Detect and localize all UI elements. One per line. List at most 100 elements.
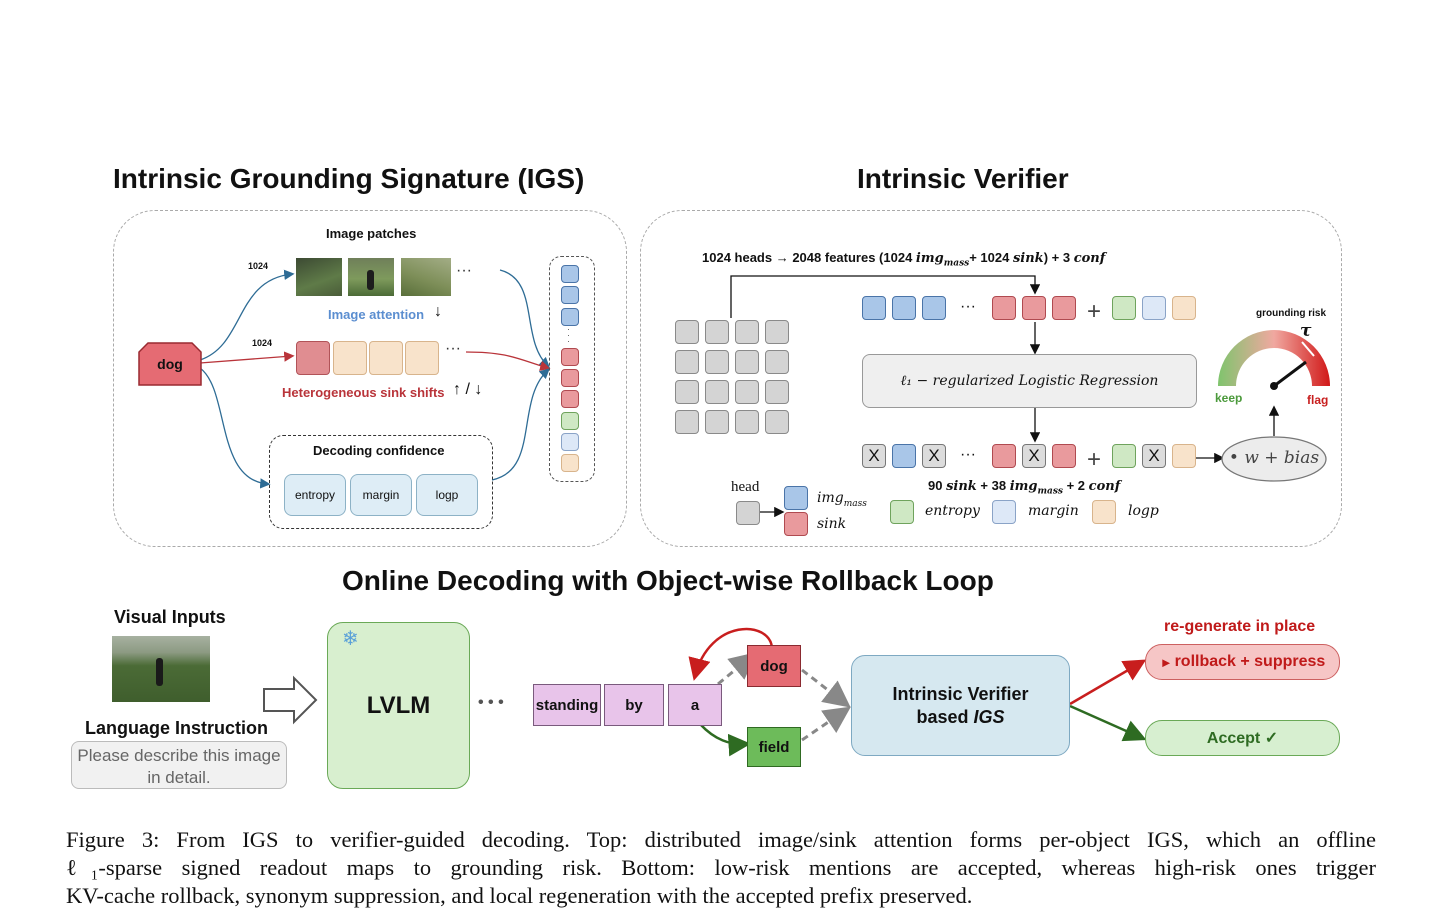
feat-sink-2	[1022, 296, 1046, 320]
image-attention-arrow: ↓	[434, 303, 442, 320]
dim-label-mid: 1024	[252, 338, 273, 348]
legend-sink-label: sink	[817, 516, 847, 532]
features-header: 1024 heads → 2048 features (1024 imgmass…	[702, 250, 1106, 269]
sel-sink-2	[1052, 444, 1076, 468]
feat-img-1	[862, 296, 886, 320]
x-mark-3: X	[1022, 444, 1046, 468]
verifier-title: Intrinsic Verifier	[857, 163, 1069, 194]
legend-entropy-square	[890, 500, 914, 524]
language-instruction-label: Language Instruction	[85, 718, 269, 738]
token-by: by	[604, 684, 664, 726]
token-standing: standing	[533, 684, 601, 726]
col-img-1	[561, 265, 579, 283]
regenerate-label: re-generate in place	[1164, 618, 1316, 635]
dim-label-top: 1024	[248, 261, 269, 271]
hollow-arrow-icon	[263, 675, 318, 725]
image-patch-1	[296, 258, 342, 296]
legend-img-square	[784, 486, 808, 510]
visual-inputs-label: Visual Inputs	[114, 607, 226, 627]
conf-entropy: entropy	[284, 474, 346, 516]
image-patch-2	[348, 258, 394, 296]
decoding-confidence-label: Decoding confidence	[313, 443, 445, 458]
legend-logp-square	[1092, 500, 1116, 524]
sink-square-4	[405, 341, 439, 375]
col-dots: ···	[567, 324, 570, 346]
sel-logp	[1172, 444, 1196, 468]
verifier-box-line1: Intrinsic Verifier	[892, 683, 1029, 704]
decoding-confidence-box	[269, 435, 493, 529]
verifier-box: Intrinsic Verifier based IGS	[851, 655, 1070, 756]
col-logp	[561, 454, 579, 472]
col-margin	[561, 433, 579, 451]
token-a: a	[668, 684, 722, 726]
snowflake-icon: ❄	[342, 628, 359, 650]
col-img-2	[561, 286, 579, 304]
patches-ellipsis: ···	[456, 262, 472, 279]
sink-shifts-label: Heterogeneous sink shifts	[282, 385, 445, 400]
legend-sink-square	[784, 512, 808, 536]
wbias-ellipse	[1221, 436, 1327, 482]
caption-line-1: Figure 3: From IGS to verifier-guided de…	[66, 827, 1376, 852]
x-mark-2: X	[922, 444, 946, 468]
caption-line-2: ℓ₁-sparse signed readout maps to groundi…	[66, 855, 1376, 880]
sel-img	[892, 444, 916, 468]
conf-margin: margin	[350, 474, 412, 516]
feat-ellipsis: ···	[960, 298, 976, 315]
legend-entropy-label: entropy	[925, 503, 980, 519]
conf-logp: logp	[416, 474, 478, 516]
candidate-field: field	[747, 727, 801, 767]
col-sink-3	[561, 390, 579, 408]
dots: • • •	[478, 694, 504, 711]
legend-logp-label: logp	[1128, 503, 1159, 519]
igs-title: Intrinsic Grounding Signature (IGS)	[113, 163, 585, 194]
col-img-3	[561, 308, 579, 326]
feat-margin	[1142, 296, 1166, 320]
lvlm-label: LVLM	[366, 691, 431, 719]
feat-entropy	[1112, 296, 1136, 320]
grounding-risk-label: grounding risk	[1256, 308, 1326, 319]
wbias-label: • w + bias	[1228, 448, 1320, 468]
sel-sink-1	[992, 444, 1016, 468]
selected-summary: 90 sink + 38 imgmass + 2 conf	[928, 478, 1121, 497]
flag-label: flag	[1307, 393, 1329, 407]
visual-input-image	[112, 636, 210, 702]
flag-icon: ►	[1159, 654, 1173, 670]
x-mark-1: X	[862, 444, 886, 468]
sink-square-2	[333, 341, 367, 375]
sink-ellipsis: ···	[445, 340, 461, 357]
sink-square-1	[296, 341, 330, 375]
legend-margin-square	[992, 500, 1016, 524]
verifier-panel	[640, 210, 1342, 547]
sink-square-3	[369, 341, 403, 375]
gauge-icon	[1218, 330, 1330, 390]
feat-img-2	[892, 296, 916, 320]
tau-label: τ	[1300, 321, 1312, 341]
feat-sink-1	[992, 296, 1016, 320]
legend-head-square	[736, 501, 760, 525]
col-sink-1	[561, 348, 579, 366]
plus-sign: +	[1087, 298, 1102, 325]
sel-entropy	[1112, 444, 1136, 468]
online-title: Online Decoding with Object-wise Rollbac…	[342, 565, 994, 596]
regression-box: ℓ₁ − regularized Logistic Regression	[862, 354, 1197, 408]
sel-ellipsis: ···	[960, 446, 976, 463]
col-entropy	[561, 412, 579, 430]
dog-token-label: dog	[157, 356, 183, 372]
lvlm-box: LVLM	[327, 622, 470, 789]
col-sink-2	[561, 369, 579, 387]
dog-token	[138, 342, 202, 386]
candidate-dog: dog	[747, 645, 801, 687]
feat-logp	[1172, 296, 1196, 320]
verifier-box-line2: based IGS	[916, 706, 1005, 727]
figure-caption: Figure 3: From IGS to verifier-guided de…	[66, 826, 1376, 910]
legend-img-label: imgmass	[817, 490, 867, 509]
accept-pill: Accept ✓	[1145, 720, 1340, 756]
rollback-pill: ►rollback + suppress	[1145, 644, 1340, 680]
legend-head-label: head	[731, 479, 760, 495]
image-attention-label: Image attention	[328, 307, 425, 322]
plus-sign-2: +	[1087, 446, 1102, 473]
feat-img-3	[922, 296, 946, 320]
caption-line-3: KV-cache rollback, synonym suppression, …	[66, 883, 973, 908]
feature-column	[549, 256, 595, 482]
